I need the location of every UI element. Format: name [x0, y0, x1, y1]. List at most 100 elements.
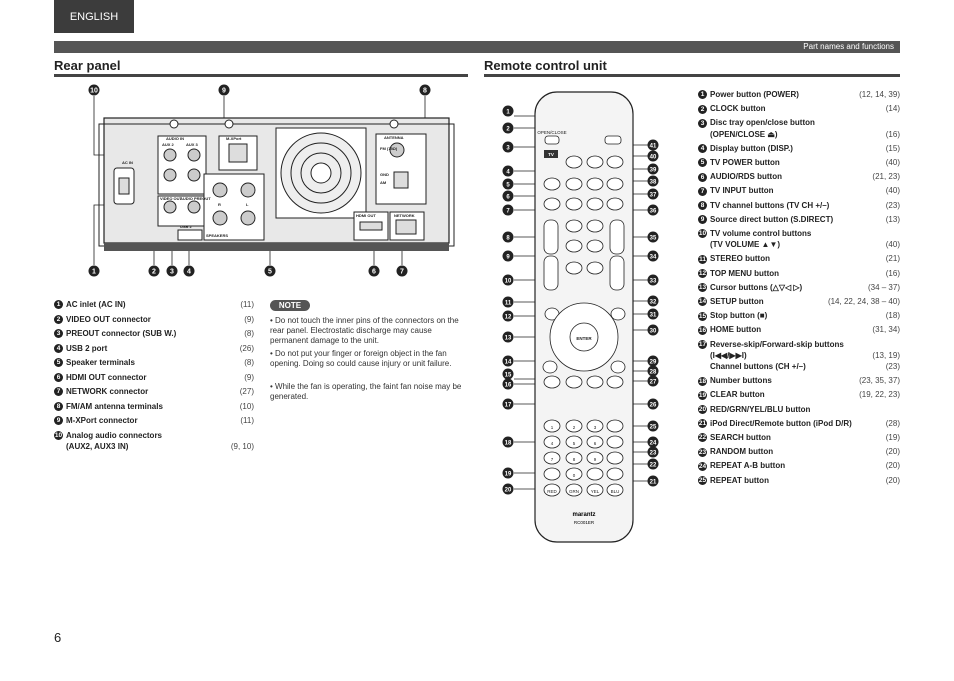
legend-item-cont: Channel buttons (CH +/–)(23) [710, 362, 900, 372]
item-label: TV channel buttons (TV CH +/–) [710, 200, 830, 210]
item-label: Source direct button (S.DIRECT) [710, 214, 834, 224]
svg-text:5: 5 [506, 183, 510, 189]
svg-text:40: 40 [650, 155, 657, 161]
item-number: 2 [54, 314, 63, 324]
item-ref: (9) [244, 372, 254, 382]
item-label: Display button (DISP.) [710, 143, 793, 153]
svg-text:8: 8 [423, 88, 427, 95]
svg-text:35: 35 [650, 236, 657, 242]
item-number: 12 [698, 268, 707, 278]
svg-text:4: 4 [551, 441, 554, 446]
svg-text:GND: GND [380, 172, 389, 177]
item-ref: (19, 22, 23) [859, 390, 900, 400]
item-number: 3 [54, 329, 63, 339]
svg-text:7: 7 [551, 457, 554, 462]
svg-text:4: 4 [187, 269, 191, 276]
item-number: 4 [698, 144, 707, 154]
svg-text:14: 14 [505, 360, 512, 366]
item-ref: (20) [885, 475, 900, 485]
svg-text:AUDIO PREOUT: AUDIO PREOUT [180, 196, 211, 201]
rear-panel-rule [54, 74, 468, 77]
item-ref: (16) [885, 268, 900, 278]
svg-text:GRN: GRN [569, 489, 579, 494]
svg-text:5: 5 [573, 441, 576, 446]
item-number: 5 [54, 358, 63, 368]
item-number: 9 [698, 215, 707, 225]
svg-text:9: 9 [594, 457, 597, 462]
section-label: Part names and functions [803, 42, 894, 51]
item-label: Disc tray open/close button [710, 118, 815, 128]
svg-text:26: 26 [650, 403, 657, 409]
item-ref: (11) [240, 416, 254, 425]
item-label: CLEAR button [710, 390, 765, 400]
svg-text:HDMI OUT: HDMI OUT [356, 213, 376, 218]
svg-text:ANTENNA: ANTENNA [384, 135, 404, 140]
item-ref: (19) [885, 433, 900, 442]
svg-text:8: 8 [506, 236, 510, 242]
item-ref: (40) [885, 186, 900, 196]
item-label: CLOCK button [710, 104, 766, 114]
item-label: Reverse-skip/Forward-skip buttons [710, 339, 844, 349]
item-label-2: (I◀◀/▶▶I) [710, 350, 747, 360]
svg-text:22: 22 [650, 463, 657, 469]
item-label: Cursor buttons (△▽◁ ▷) [710, 282, 803, 292]
svg-text:7: 7 [506, 209, 510, 215]
svg-text:25: 25 [650, 425, 657, 431]
language-tab: ENGLISH [54, 0, 134, 33]
svg-text:11: 11 [505, 301, 512, 307]
item-number: 1 [698, 90, 707, 100]
item-number: 2 [698, 104, 707, 114]
svg-text:31: 31 [650, 313, 657, 319]
item-number: 13 [698, 283, 707, 293]
item-ref: (23) [885, 200, 900, 210]
svg-text:M-XPort: M-XPort [226, 136, 242, 141]
svg-text:41: 41 [650, 144, 657, 150]
item-label: TOP MENU button [710, 268, 780, 278]
item-ref: (23, 35, 37) [859, 376, 900, 386]
svg-text:0: 0 [573, 473, 576, 478]
svg-text:6: 6 [372, 269, 376, 276]
svg-text:SPEAKERS: SPEAKERS [206, 233, 228, 238]
item-number: 16 [698, 325, 707, 335]
svg-text:38: 38 [650, 180, 657, 186]
item-number: 1 [54, 300, 63, 310]
svg-text:1: 1 [92, 269, 96, 276]
svg-text:9: 9 [506, 255, 510, 261]
svg-text:VIDEO OUT: VIDEO OUT [160, 196, 183, 201]
svg-text:15: 15 [505, 373, 512, 379]
rear-panel-title: Rear panel [54, 58, 121, 73]
remote-model: RC001ER [574, 520, 595, 525]
item-number: 10 [698, 229, 707, 239]
item-number: 5 [698, 158, 707, 168]
item-ref: (14, 22, 24, 38 – 40) [827, 297, 900, 306]
svg-text:USB 2: USB 2 [180, 224, 193, 229]
item-number: 4 [54, 343, 63, 353]
item-label: USB 2 port [66, 343, 108, 353]
svg-text:13: 13 [505, 336, 512, 342]
item-number: 7 [54, 387, 63, 397]
item-number: 8 [698, 200, 707, 210]
item-ref: (21, 23) [872, 172, 900, 182]
svg-text:17: 17 [505, 403, 512, 409]
svg-text:18: 18 [505, 441, 512, 447]
svg-text:6: 6 [506, 195, 510, 201]
item-number: 6 [54, 372, 63, 382]
page-number: 6 [54, 630, 62, 645]
item-label: HOME button [710, 325, 762, 335]
item-label: TV volume control buttons [710, 229, 812, 238]
